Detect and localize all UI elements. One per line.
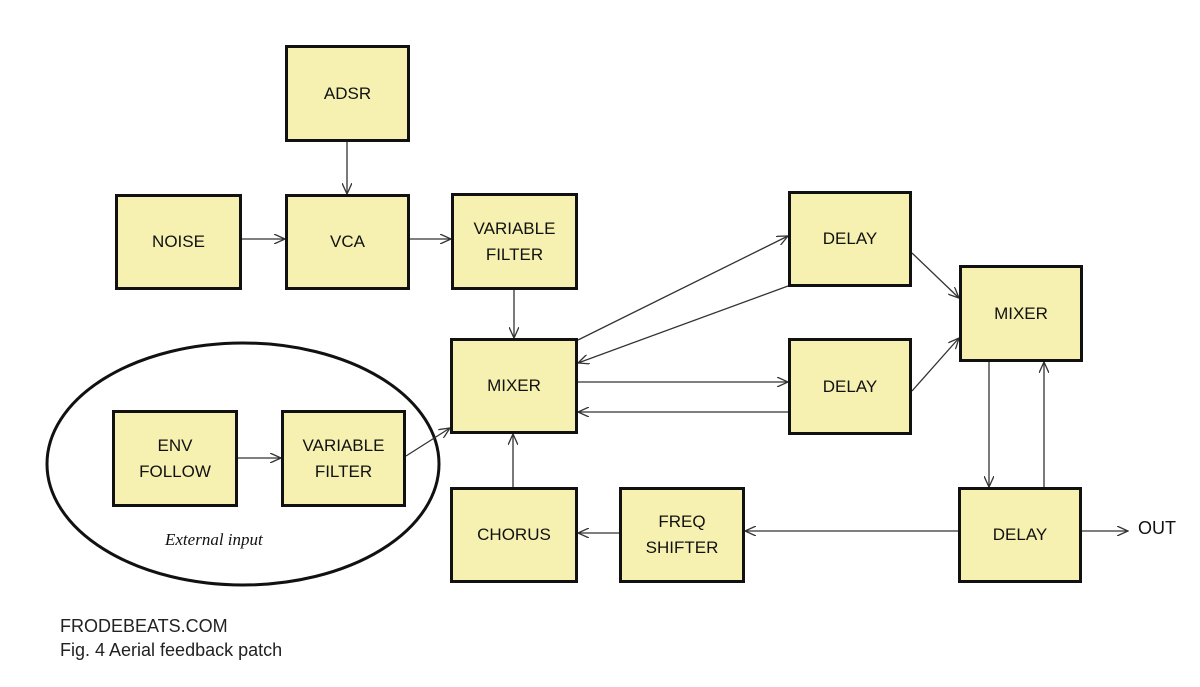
site-name: FRODEBEATS.COM bbox=[60, 616, 228, 636]
variable-filter-block: VARIABLE FILTER bbox=[451, 193, 578, 290]
external-input-caption: External input bbox=[165, 530, 263, 549]
mixer-center-label: MIXER bbox=[487, 376, 541, 395]
delay-mid-block: DELAY bbox=[788, 338, 912, 435]
arrow-mixer-to-delay-top bbox=[577, 236, 788, 341]
external-variable-filter-label: VARIABLE FILTER bbox=[302, 435, 385, 481]
variable-filter-label: VARIABLE FILTER bbox=[473, 218, 556, 264]
delay-mid-label: DELAY bbox=[822, 376, 878, 396]
adsr-label: ADSR bbox=[323, 83, 372, 103]
adsr-block: ADSR bbox=[285, 45, 410, 142]
chorus-block: CHORUS bbox=[450, 487, 578, 583]
delay-bottom-block: DELAY bbox=[958, 487, 1082, 583]
noise-label: NOISE bbox=[152, 232, 205, 251]
freq-shifter-label: FREQ SHIFTER bbox=[645, 512, 719, 557]
vca-block: VCA bbox=[285, 194, 410, 290]
arrow-ext-filter-to-mixer bbox=[405, 428, 450, 457]
mixer-right-block: MIXER bbox=[959, 265, 1083, 362]
mixer-right-label: MIXER bbox=[994, 303, 1048, 323]
external-input-ellipse bbox=[45, 341, 441, 587]
arrow-delay-top-to-mixer-right bbox=[911, 252, 959, 298]
external-variable-filter-block: VARIABLE FILTER bbox=[281, 410, 406, 507]
output-label: OUT bbox=[1138, 518, 1176, 538]
env-follow-label: ENV FOLLOW bbox=[139, 435, 211, 481]
chorus-label: CHORUS bbox=[477, 525, 551, 544]
delay-top-block: DELAY bbox=[788, 191, 912, 287]
env-follow-block: ENV FOLLOW bbox=[112, 410, 238, 507]
arrow-delay-mid-to-mixer-right bbox=[911, 338, 959, 392]
delay-top-label: DELAY bbox=[822, 229, 878, 248]
arrow-delay-top-to-mixer bbox=[578, 285, 789, 363]
mixer-center-block: MIXER bbox=[450, 338, 578, 434]
delay-bottom-label: DELAY bbox=[992, 525, 1048, 544]
noise-block: NOISE bbox=[115, 194, 242, 290]
freq-shifter-block: FREQ SHIFTER bbox=[619, 487, 745, 583]
figure-caption: Fig. 4 Aerial feedback patch bbox=[60, 640, 283, 660]
vca-label: VCA bbox=[330, 232, 365, 251]
